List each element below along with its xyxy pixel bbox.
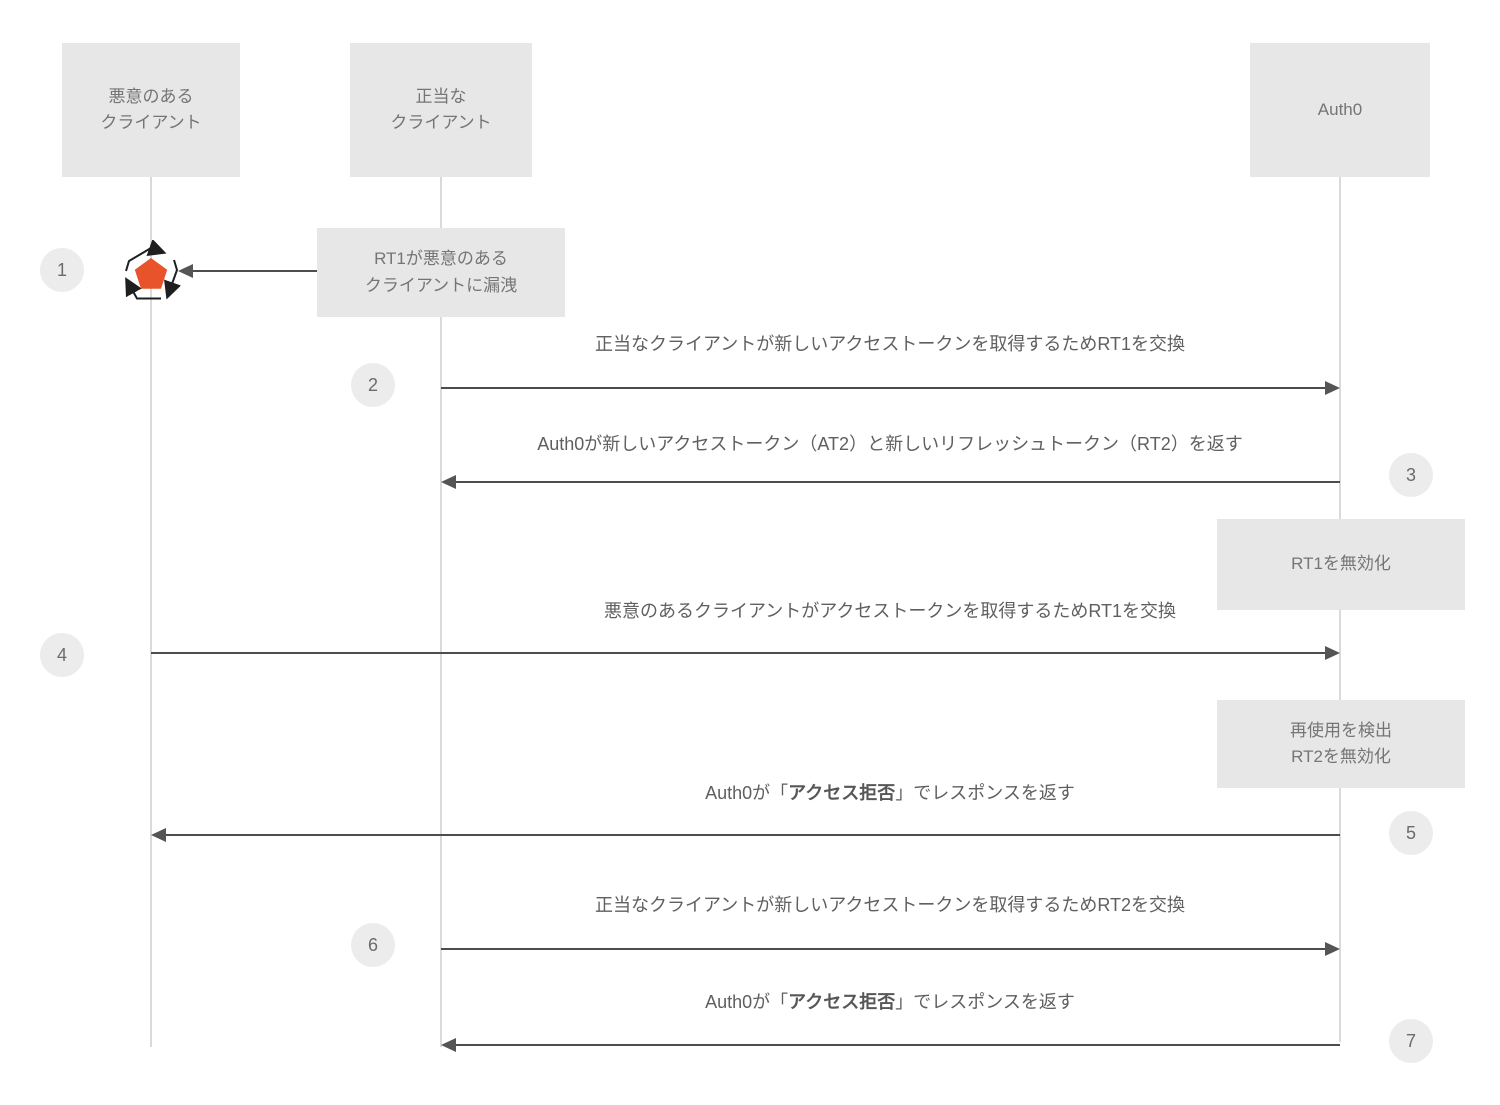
actor-auth0: Auth0 — [1250, 43, 1430, 177]
message-label-step5: Auth0が「アクセス拒否」でレスポンスを返す — [705, 779, 1075, 805]
arrow-step4-head — [1325, 646, 1340, 660]
step-badge-6: 6 — [351, 923, 395, 967]
arrow-step2-line — [441, 387, 1326, 389]
step-badge-3: 3 — [1389, 453, 1433, 497]
arrow-step7-line — [454, 1044, 1340, 1046]
arrow-step4-line — [151, 652, 1326, 654]
step-badge-4: 4 — [40, 633, 84, 677]
arrow-step3-head — [441, 475, 456, 489]
arrow-step1-line — [190, 270, 317, 272]
lifeline-malicious-client — [150, 177, 152, 1047]
lifeline-legitimate-client — [440, 177, 442, 1047]
note-rt1-invalidated: RT1を無効化 — [1217, 519, 1465, 610]
arrow-step6-line — [441, 948, 1326, 950]
message-label-step7-post: 」でレスポンスを返す — [895, 992, 1075, 1012]
message-label-step4: 悪意のあるクライアントがアクセストークンを取得するためRT1を交換 — [603, 601, 1177, 621]
arrow-step5-head — [151, 828, 166, 842]
arrow-step6-head — [1325, 942, 1340, 956]
step-badge-1: 1 — [40, 248, 84, 292]
message-label-step3: Auth0が新しいアクセストークン（AT2）と新しいリフレッシュトークン（RT2… — [537, 434, 1243, 454]
message-label-step5-post: 」でレスポンスを返す — [895, 783, 1075, 803]
message-label-step7-bold: アクセス拒否 — [788, 992, 896, 1012]
message-label-step7-pre: Auth0が「 — [705, 992, 789, 1012]
step-badge-2: 2 — [351, 363, 395, 407]
note-reuse-detected-rt2-invalidated: 再使用を検出 RT2を無効化 — [1217, 700, 1465, 788]
actor-malicious-client: 悪意のある クライアント — [62, 43, 240, 177]
message-label-step7: Auth0が「アクセス拒否」でレスポンスを返す — [705, 988, 1075, 1014]
message-label-step6: 正当なクライアントが新しいアクセストークンを取得するためRT2を交換 — [594, 895, 1186, 915]
message-label-step5-pre: Auth0が「 — [705, 783, 789, 803]
message-label-step2: 正当なクライアントが新しいアクセストークンを取得するためRT1を交換 — [594, 334, 1186, 354]
arrow-step3-line — [454, 481, 1340, 483]
actor-legitimate-client: 正当な クライアント — [350, 43, 532, 177]
arrow-step7-head — [441, 1038, 456, 1052]
note-rt1-leaked: RT1が悪意のある クライアントに漏洩 — [317, 228, 565, 317]
arrow-step2-head — [1325, 381, 1340, 395]
arrow-step5-line — [164, 834, 1340, 836]
step-badge-7: 7 — [1389, 1019, 1433, 1063]
step-badge-5: 5 — [1389, 811, 1433, 855]
message-label-step5-bold: アクセス拒否 — [788, 783, 896, 803]
arrow-step1-head — [178, 264, 193, 278]
token-leak-rotation-icon — [125, 240, 182, 300]
